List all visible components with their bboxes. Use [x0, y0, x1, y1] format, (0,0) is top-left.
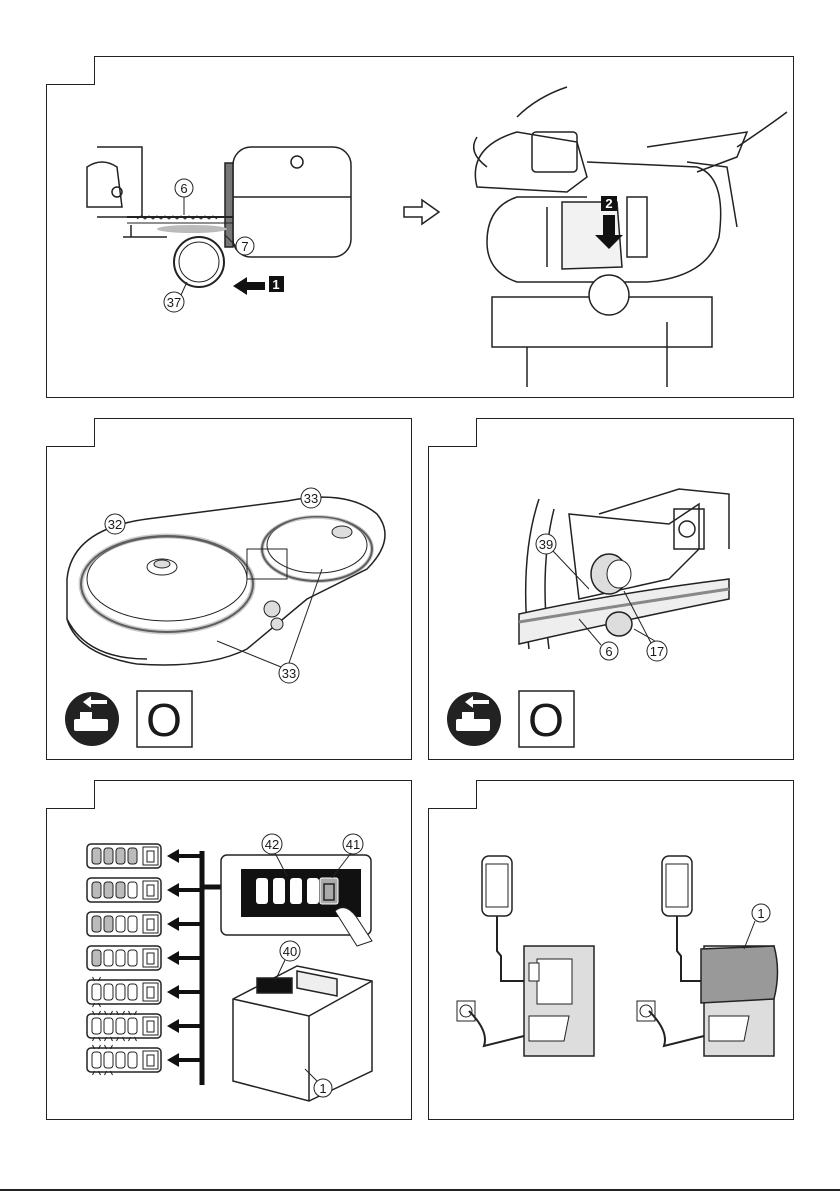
remove-battery-icon [65, 692, 119, 746]
indicator-segment [116, 984, 125, 1000]
indicator-segment [92, 882, 101, 898]
indicator-row [87, 1045, 202, 1075]
panel-blade-guide: 39 6 17 O [428, 418, 794, 760]
panel-wheel-cleaning: 32 33 33 O [46, 418, 412, 760]
indicator-row [87, 912, 202, 936]
indicator-segment [92, 950, 101, 966]
remove-battery-icon [447, 692, 501, 746]
saw-front-view [474, 87, 787, 387]
indicator-arrow [167, 883, 202, 897]
svg-text:1: 1 [319, 1081, 326, 1096]
indicator-segment [116, 882, 125, 898]
callout-39: 39 [536, 534, 589, 589]
battery-pack [233, 966, 372, 1101]
svg-text:17: 17 [650, 644, 664, 659]
indicator-segment [104, 848, 113, 864]
indicator-segment [128, 882, 137, 898]
indicator-segment [104, 1018, 113, 1034]
indicator-arrow [167, 985, 202, 999]
svg-text:32: 32 [108, 517, 122, 532]
indicator-segment [128, 984, 137, 1000]
svg-text:6: 6 [180, 181, 187, 196]
symbol-o-box: O [519, 691, 574, 747]
indicator-segment [104, 882, 113, 898]
large-wheel [81, 536, 253, 632]
indicator-segment [92, 984, 101, 1000]
smartphone-icon [482, 856, 512, 916]
indicator-segment [104, 984, 113, 1000]
svg-text:1: 1 [757, 906, 764, 921]
indicator-segment [92, 916, 101, 932]
indicator-row [87, 1011, 202, 1041]
indicator-row [87, 844, 202, 868]
svg-text:6: 6 [605, 644, 612, 659]
indicator-segment [92, 1052, 101, 1068]
indicator-segment [104, 1052, 113, 1068]
indicator-state-rows [87, 844, 202, 1075]
symbol-o-box: O [137, 691, 192, 747]
indicator-segment [128, 1052, 137, 1068]
indicator-segment [128, 950, 137, 966]
callout-37: 37 [164, 282, 187, 312]
panel-battery-indicator: 42 41 40 1 [46, 780, 412, 1120]
panel-blade-installation: 1 6 7 37 [46, 56, 794, 398]
indicator-segment [116, 1018, 125, 1034]
svg-text:42: 42 [265, 837, 279, 852]
indicator-segment [128, 1018, 137, 1034]
indicator-arrow [167, 849, 202, 863]
indicator-row [87, 977, 202, 1007]
step-2-number: 2 [605, 196, 612, 211]
indicator-segment [92, 1018, 101, 1034]
svg-text:O: O [146, 694, 182, 746]
svg-text:O: O [528, 694, 564, 746]
callout-1: 1 [744, 904, 770, 949]
battery-on-charger [701, 946, 778, 1003]
usb-charging-illustration: 1 [429, 781, 795, 1121]
blade-guide-illustration: 39 6 17 O [429, 419, 795, 761]
wall-outlet-icon [457, 1001, 475, 1021]
step-1-number: 1 [272, 277, 279, 292]
svg-text:33: 33 [304, 491, 318, 506]
indicator-arrow [167, 917, 202, 931]
indicator-segment [116, 1052, 125, 1068]
pipe-workpiece [174, 237, 224, 287]
indicator-segment [104, 916, 113, 932]
callout-33-top: 33 [301, 488, 321, 508]
indicator-row [87, 946, 202, 970]
callout-32: 32 [105, 514, 125, 534]
saw-side-view [87, 147, 351, 257]
indicator-segment [116, 848, 125, 864]
blade-installation-illustration: 1 6 7 37 [47, 57, 795, 399]
indicator-arrow [167, 1019, 202, 1033]
indicator-segment [92, 848, 101, 864]
indicator-segment [116, 916, 125, 932]
indicator-row [87, 878, 202, 902]
indicator-segment [116, 950, 125, 966]
smartphone-icon [662, 856, 692, 916]
svg-text:41: 41 [346, 837, 360, 852]
svg-text:7: 7 [241, 239, 248, 254]
indicator-display-inset [221, 855, 372, 946]
indicator-segment [128, 916, 137, 932]
indicator-arrow [167, 951, 202, 965]
wheel-housing-illustration: 32 33 33 O [47, 419, 413, 761]
svg-text:39: 39 [539, 537, 553, 552]
battery-indicator-illustration: 42 41 40 1 [47, 781, 413, 1121]
wall-outlet-icon [637, 1001, 655, 1021]
svg-text:40: 40 [283, 944, 297, 959]
charger-icon [524, 946, 594, 1056]
callout-6: 6 [175, 179, 193, 215]
svg-text:33: 33 [282, 666, 296, 681]
svg-text:37: 37 [167, 295, 181, 310]
step-1-arrow [233, 277, 265, 295]
indicator-segment [128, 848, 137, 864]
panel-usb-charging: 1 [428, 780, 794, 1120]
indicator-segment [104, 950, 113, 966]
next-step-arrow [404, 200, 439, 224]
indicator-arrow [167, 1053, 202, 1067]
